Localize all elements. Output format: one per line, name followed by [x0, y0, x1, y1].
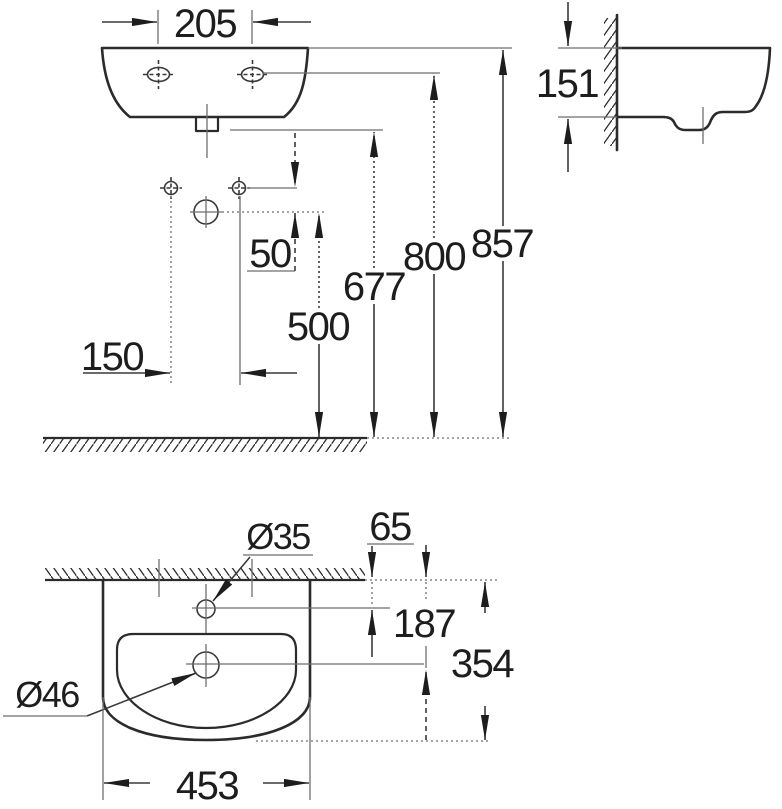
floor-hatching	[43, 439, 367, 452]
dim-label-800: 800	[403, 235, 465, 279]
fixing-hole-right	[237, 60, 268, 89]
wall-connection-right	[228, 177, 250, 199]
front-elevation-view: 205 50	[43, 2, 535, 452]
dim-label-677: 677	[343, 265, 405, 309]
wall-hatching	[604, 18, 617, 146]
dim-label-151: 151	[536, 62, 598, 106]
dim-width-453: 453	[102, 697, 311, 808]
dim-label-50: 50	[249, 232, 291, 276]
dim-tap-hole-wall-offset-65: 65	[367, 505, 414, 657]
dim-height-outlet-677: 677	[343, 132, 407, 437]
dim-drain-wall-offset-187: 187	[393, 545, 457, 740]
dim-tap-hole-diameter: Ø35	[212, 516, 313, 602]
basin-front-outline	[100, 46, 310, 119]
floor-line	[43, 436, 512, 452]
connection-point	[163, 180, 179, 196]
wall-drain-point	[190, 196, 222, 228]
dim-height-drain-500: 500	[287, 213, 351, 437]
dim-label-453: 453	[176, 764, 238, 808]
plan-view: Ø35 Ø46 65 187	[3, 505, 516, 808]
tap-hole	[192, 584, 390, 633]
dim-connection-spacing-150: 150	[81, 196, 297, 385]
wall-connection-left	[160, 177, 182, 199]
wall-hatching	[45, 568, 365, 580]
side-profile-view: 151	[536, 2, 772, 172]
dim-label-150: 150	[81, 335, 143, 379]
dim-label-65: 65	[369, 505, 411, 549]
dim-depth-354: 354	[256, 582, 516, 742]
dim-label-354: 354	[451, 642, 514, 686]
basin-bowl-outline	[115, 632, 298, 730]
dim-connection-offset-50: 50	[247, 133, 300, 276]
dim-height-fixing-800: 800	[403, 75, 467, 437]
dim-hole-spacing-205: 205	[102, 2, 311, 46]
leader-arrow	[86, 672, 197, 717]
dim-label-500: 500	[287, 305, 349, 349]
basin-plan-outline	[101, 578, 312, 742]
drain-hole	[186, 644, 424, 687]
basin-side-profile	[615, 46, 772, 132]
dim-label-o46: Ø46	[15, 674, 79, 715]
leader-arrow	[212, 556, 251, 602]
fixing-hole-left	[143, 60, 174, 89]
dim-height-rim-857: 857	[471, 50, 535, 437]
dim-drain-diameter: Ø46	[3, 672, 197, 717]
connection-point	[231, 180, 247, 196]
dim-label-205: 205	[174, 2, 236, 46]
dim-label-o35: Ø35	[246, 516, 310, 557]
dim-label-187: 187	[393, 602, 455, 646]
dim-rim-depth-151: 151	[536, 2, 622, 172]
dim-label-857: 857	[471, 222, 533, 266]
plan-wall	[45, 559, 497, 597]
